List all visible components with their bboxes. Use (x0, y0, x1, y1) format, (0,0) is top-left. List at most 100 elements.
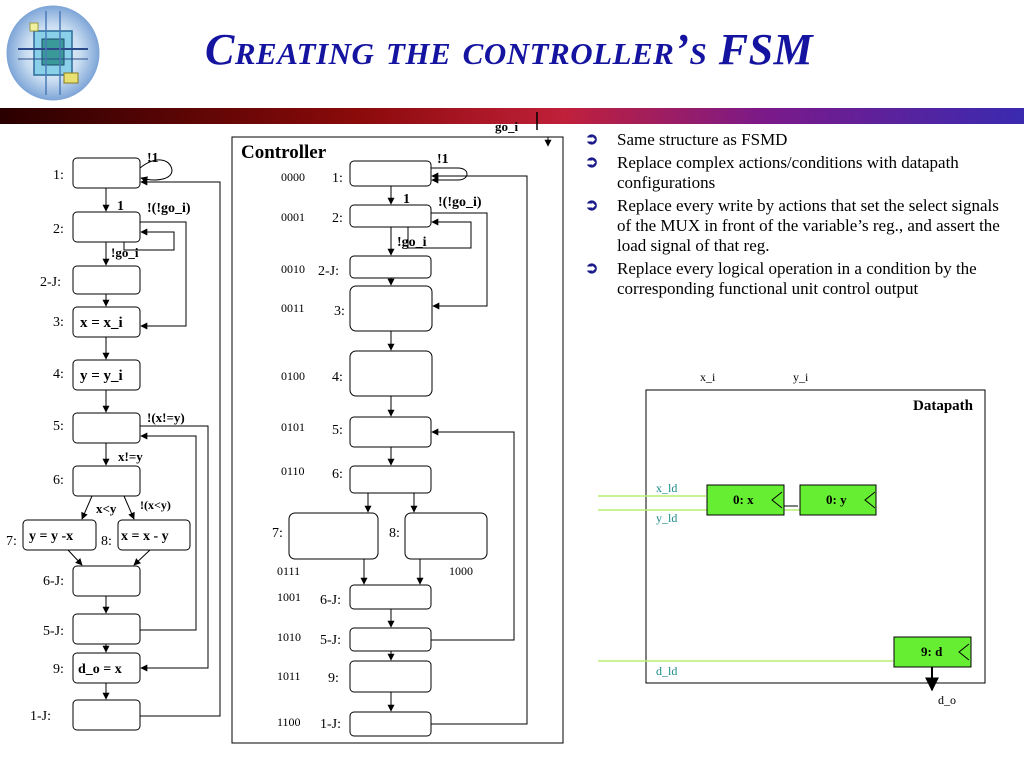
fsmd-state-label: 9: (53, 662, 64, 677)
bullet-item: ➲ Replace complex actions/conditions with… (583, 153, 1013, 193)
fsmd-condition: !(x<y) (140, 498, 171, 512)
ctrl-state-3 (349, 285, 433, 332)
ctrl-state-9 (349, 660, 432, 693)
fsmd-state-1 (72, 157, 141, 189)
clock-icon (958, 643, 970, 661)
register-label: 0: y (826, 492, 847, 507)
bullet-list: ➲ Same structure as FSMD ➲ Replace complex… (583, 130, 1013, 302)
fsmd-condition: !(!go_i) (147, 201, 191, 216)
ctrl-condition: !go_i (397, 235, 427, 250)
fsmd-state-2j (72, 265, 141, 295)
register-y (799, 484, 877, 516)
fsmd-state-label: 8: (101, 534, 112, 549)
fsmd-state-label: 3: (53, 315, 64, 330)
bullet-item: ➲Replace every write by actions that set… (583, 196, 1013, 256)
register-x (706, 484, 785, 516)
slide-title: Creating the controller’s FSM (205, 25, 814, 74)
clock-icon (771, 491, 783, 509)
ctrl-state-label: 6-J: (320, 593, 341, 608)
ctrl-state-2j (349, 255, 432, 279)
fsmd-condition: x!=y (118, 449, 143, 464)
fsmd-condition: !go_i (111, 245, 139, 260)
state-code: 0111 (277, 564, 300, 578)
ctrl-state-label: 5: (332, 423, 343, 438)
fsmd-condition: !(x!=y) (147, 410, 185, 425)
fsmd-state-5 (72, 412, 141, 444)
state-code: 0000 (281, 170, 305, 184)
bullet-text: Same structure as FSMD (617, 130, 788, 149)
input-label: x_i (700, 370, 716, 384)
arrow-bullet-icon: ➲ (585, 131, 599, 148)
ctrl-state-label: 2: (332, 211, 343, 226)
input-label: y_i (793, 370, 809, 384)
ctrl-state-8 (404, 512, 488, 560)
signal-label: x_ld (656, 481, 677, 495)
ctrl-state-6j (349, 584, 432, 610)
fsmd-action: y = y -x (29, 529, 73, 544)
datapath-title: Datapath (913, 398, 974, 414)
ctrl-state-1j (349, 711, 432, 737)
bullet-item: ➲ Same structure as FSMD (583, 130, 1013, 150)
ctrl-state-label: 2-J: (318, 264, 339, 279)
ctrl-state-label: 4: (332, 370, 343, 385)
arrow-bullet-icon: ➲ (585, 154, 599, 171)
ctrl-state-label: 8: (389, 526, 400, 541)
ctrl-state-7 (288, 512, 379, 560)
title-divider-bar (0, 108, 1024, 124)
arrow-bullet-icon: ➲ (585, 260, 599, 277)
state-code: 0100 (281, 369, 305, 383)
fsmd-state-6j (72, 565, 141, 597)
fsmd-condition: x<y (96, 501, 117, 516)
state-code: 1011 (277, 669, 301, 683)
go-input-label: go_i (495, 119, 519, 134)
register-label: 0: x (733, 492, 754, 507)
bullet-text: Replace every write by actions that set … (617, 196, 1000, 255)
ctrl-state-label: 6: (332, 467, 343, 482)
datapath-labels: Datapath x_i y_i x_ld y_ld d_ld 0: x 0: … (656, 370, 974, 707)
fsmd-state-label: 2: (53, 222, 64, 237)
fsmd-state-7 (22, 519, 97, 551)
fsmd-state-2 (72, 211, 141, 243)
state-code: 0110 (281, 464, 305, 478)
bullet-item: ➲ Replace every logical operation in a co… (583, 259, 1013, 299)
fsmd-state-label: 2-J: (40, 275, 61, 290)
fsmd-state-label: 5: (53, 419, 64, 434)
fsmd-state-8 (117, 519, 191, 551)
ctrl-state-label: 3: (334, 304, 345, 319)
register-d (893, 636, 972, 668)
signal-label: y_ld (656, 511, 677, 525)
state-code: 1001 (277, 590, 301, 604)
fsmd-state-label: 4: (53, 367, 64, 382)
fsmd-state-5j (72, 613, 141, 645)
ctrl-state-label: 1-J: (320, 717, 341, 732)
state-code: 1000 (449, 564, 473, 578)
state-code: 0010 (281, 262, 305, 276)
ctrl-state-6 (349, 465, 432, 494)
bullet-text: Replace every logical operation in a con… (617, 259, 977, 298)
ctrl-state-5j (349, 627, 432, 652)
fsmd-action: d_o = x (78, 662, 122, 677)
ctrl-state-label: 7: (272, 526, 283, 541)
ctrl-condition: !1 (437, 152, 449, 167)
ctrl-condition: 1 (403, 192, 410, 207)
state-code: 0011 (281, 301, 305, 315)
ctrl-state-2 (349, 204, 432, 228)
fsmd-action: y = y_i (80, 368, 123, 384)
state-code: 1010 (277, 630, 301, 644)
ctrl-state-label: 9: (328, 671, 339, 686)
signal-label: d_ld (656, 664, 677, 678)
fsmd-state-label: 1: (53, 168, 64, 183)
state-code: 0101 (281, 420, 305, 434)
fsmd-state-label: 5-J: (43, 624, 64, 639)
state-code: 1100 (277, 715, 301, 729)
controller-diagram (231, 112, 564, 744)
ctrl-condition: !(!go_i) (438, 195, 482, 210)
bullet-text: Replace complex actions/conditions with … (617, 153, 959, 192)
fsmd-state-label: 6: (53, 473, 64, 488)
output-label: d_o (938, 693, 956, 707)
fsmd-state-label: 1-J: (30, 709, 51, 724)
ctrl-state-label: 1: (332, 171, 343, 186)
fsmd-diagram (22, 157, 221, 731)
fsmd-condition: 1 (117, 199, 124, 214)
